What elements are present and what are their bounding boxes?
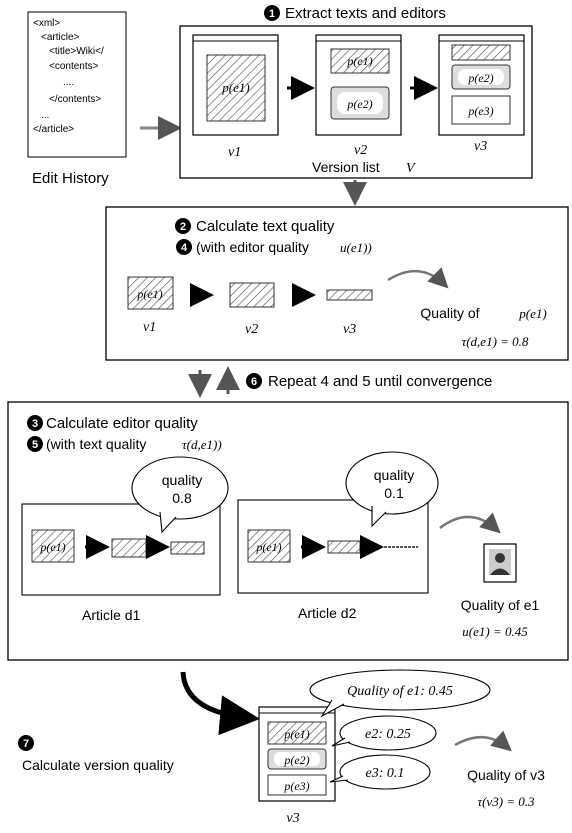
step1-number: 1 <box>269 8 275 20</box>
step5-formula: τ(d,e1)) <box>182 437 222 452</box>
final-v3-label: v3 <box>286 811 299 826</box>
text-label-v1: v1 <box>143 320 156 335</box>
step6-label: Repeat 4 and 5 until convergence <box>268 373 492 390</box>
step7-badge <box>18 735 34 751</box>
version-bubble-e3: e3: 0.1 <box>329 754 431 790</box>
step5-number: 5 <box>32 439 38 451</box>
bubble2-title: quality <box>374 467 414 483</box>
version-bubble1-text: Quality of e1: 0.45 <box>347 684 453 699</box>
version-quality-value: τ(v3) = 0.3 <box>477 794 535 809</box>
arrow-to-version-quality <box>180 671 260 736</box>
step1-badge <box>264 5 280 21</box>
step3-label: Calculate editor quality <box>46 415 198 432</box>
article-d2: p(e1) <box>237 499 429 594</box>
xml-line: <xml> <box>33 18 60 29</box>
label-pe1: p(e1) <box>255 540 281 554</box>
arrow-to-text-quality <box>387 267 449 289</box>
label-pe1: p(e1) <box>136 287 162 301</box>
xml-line: ... <box>41 110 49 121</box>
xml-line: </article> <box>33 124 74 135</box>
text-block-v1 <box>127 276 174 310</box>
step3-number: 3 <box>32 418 38 430</box>
version-label-v2: v2 <box>354 143 367 158</box>
xml-line: </contents> <box>49 94 101 105</box>
label-pe2: p(e2) <box>346 97 372 111</box>
version-bubble-e2: e2: 0.25 <box>331 715 437 751</box>
bubble2-value: 0.1 <box>384 485 404 501</box>
version-bubble-e1: Quality of e1: 0.45 <box>309 669 491 718</box>
step4-number: 4 <box>181 242 188 254</box>
final-version-window: p(e1) p(e2) p(e3) <box>258 706 336 802</box>
text-quality-value: τ(d,e1) = 0.8 <box>462 334 529 349</box>
article-d2-label: Article d2 <box>298 605 357 621</box>
version-window-v2: p(e1) p(e2) <box>315 34 402 136</box>
version-window-v3: p(e2) p(e3) <box>438 34 525 136</box>
text-quality-title-formula: p(e1) <box>518 306 546 321</box>
version-quality-title: Quality of v3 <box>467 767 545 783</box>
text-label-v2: v2 <box>245 322 258 337</box>
step2-label: Calculate text quality <box>196 218 335 235</box>
step4-label: (with editor quality <box>196 239 309 255</box>
step5-label: (with text quality <box>46 436 146 452</box>
xml-line: <title>Wiki</ <box>49 46 104 57</box>
label-pe1: p(e1) <box>221 80 249 95</box>
label-pe1: p(e1) <box>39 540 65 554</box>
step3-badge <box>27 415 43 431</box>
version-bubble3-text: e3: 0.1 <box>366 766 405 781</box>
quality-bubble-d2: quality 0.1 <box>345 451 439 528</box>
label-pe3: p(e3) <box>467 104 493 118</box>
text-label-v3: v3 <box>343 322 356 337</box>
version-window-v1: p(e1) <box>192 34 279 136</box>
xml-line: <contents> <box>49 61 99 72</box>
text-quality-title-prefix: Quality of <box>420 305 479 321</box>
xml-line: <article> <box>41 32 80 43</box>
editor-quality-value: u(e1) = 0.45 <box>462 624 528 639</box>
step7-label: Calculate version quality <box>22 757 174 773</box>
step4-badge <box>176 239 192 255</box>
arrow-to-version-quality-result <box>454 730 512 752</box>
step4-formula: u(e1)) <box>340 240 372 255</box>
label-pe2: p(e2) <box>467 71 493 85</box>
step2-badge <box>175 218 191 234</box>
edit-history-label: Edit History <box>32 170 109 187</box>
step7-number: 7 <box>23 738 29 750</box>
step6-number: 6 <box>251 376 257 388</box>
text-block-v2 <box>229 282 275 308</box>
step1-label: Extract texts and editors <box>285 5 446 22</box>
step5-badge <box>27 436 43 452</box>
quality-bubble-d1: quality 0.8 <box>131 456 229 534</box>
label-pe3: p(e3) <box>283 779 309 793</box>
xml-line: .... <box>63 77 74 88</box>
arrow-to-editor <box>439 512 501 534</box>
bubble1-title: quality <box>162 472 202 488</box>
version-label-v3: v3 <box>474 139 487 154</box>
version-label-v1: v1 <box>228 145 241 160</box>
edit-history-doc: <xml> <article> <title>Wiki</ <contents>… <box>27 11 127 158</box>
article-d1-label: Article d1 <box>82 607 141 623</box>
label-pe1: p(e1) <box>283 727 309 741</box>
label-pe1: p(e1) <box>346 54 372 68</box>
step6-badge <box>246 373 262 389</box>
bubble1-value: 0.8 <box>172 490 192 506</box>
version-bubble2-text: e2: 0.25 <box>365 727 411 742</box>
editor-avatar-icon <box>483 543 517 583</box>
label-pe2: p(e2) <box>283 753 309 767</box>
editor-quality-title: Quality of e1 <box>461 597 540 613</box>
text-block-v3 <box>326 289 373 301</box>
step2-number: 2 <box>180 221 186 233</box>
version-list-symbol: V <box>406 161 416 176</box>
version-list-label: Version list <box>312 159 380 175</box>
